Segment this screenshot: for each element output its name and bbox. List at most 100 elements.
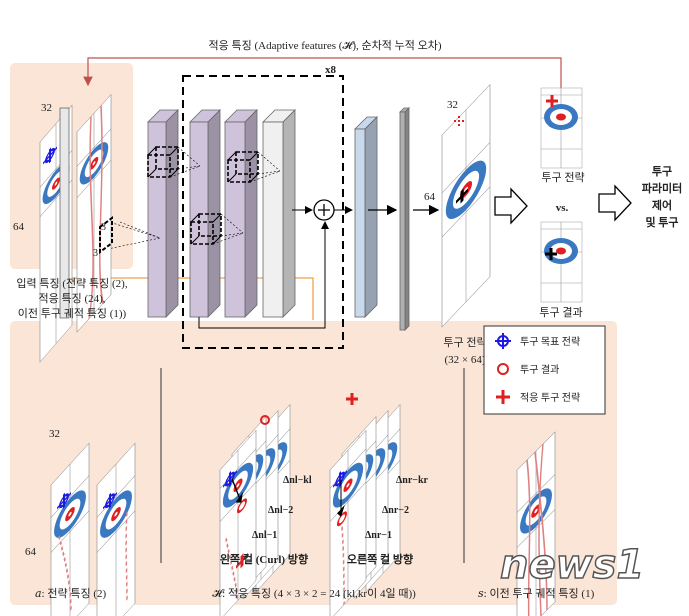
shape [198, 213, 222, 237]
previous-trajectory-sheet [516, 431, 556, 616]
shape [517, 474, 555, 513]
shape [463, 186, 469, 193]
feature-panel-bg [10, 321, 617, 605]
cross-icon [236, 552, 248, 569]
left-curl-title: 왼쪽 컬 (Curl) 방향 [220, 552, 308, 566]
shape [333, 470, 347, 488]
shape [190, 221, 214, 245]
shape [57, 491, 71, 510]
shape [244, 109, 258, 318]
final-action-line: 투구 [652, 165, 672, 178]
right-curl-title: 오른쪽 컬 방향 [347, 552, 413, 566]
shape [556, 247, 566, 255]
shape [54, 181, 58, 186]
shape [262, 121, 284, 318]
adaptive-feature-sheet-left [219, 429, 257, 616]
delta-label: Δnl−kl [283, 475, 312, 486]
shape [364, 116, 378, 318]
conv-layer-block [147, 109, 179, 318]
output-caption-dims: (32 × 64) [444, 354, 485, 366]
kernel-cube-icon [227, 151, 281, 183]
compare-result-label: 투구 결과 [539, 306, 582, 319]
cross-icon [456, 188, 468, 204]
final-action-line: 파라미터 [642, 181, 682, 195]
shape [235, 151, 259, 175]
arrow [231, 478, 244, 503]
final-action-line: 제어 [652, 198, 672, 212]
shape [517, 509, 555, 548]
shape [534, 508, 538, 514]
legend-label: 적응 투구 전략 [520, 392, 580, 404]
input-kernel-patch [99, 216, 113, 254]
shape [155, 146, 179, 170]
trajectory-path [125, 511, 128, 603]
shape [147, 121, 167, 318]
strategy-feature-sheet [96, 442, 136, 616]
output-height-label: 64 [424, 191, 436, 203]
shape [97, 475, 135, 518]
red-dotted-marker [454, 116, 464, 126]
red-cross-icon [496, 390, 510, 404]
shape [92, 161, 96, 166]
strategy-feature-sheet [50, 442, 90, 616]
output-layer-block [399, 107, 410, 331]
feedback-label: 적응 특징 (Adaptive features (𝓗), 순차적 누적 오차) [208, 39, 441, 52]
kernel-cube-icon [190, 213, 244, 245]
trajectory-path [58, 535, 72, 614]
output-strategy-sheet [441, 83, 491, 328]
panel-a-caption: 𝑎: 전략 특징 (2) [35, 587, 107, 600]
blue-crosshair-icon [103, 491, 117, 510]
repeat-label: x8 [325, 64, 337, 76]
shape [97, 510, 135, 553]
shape [330, 481, 366, 522]
shape [114, 511, 118, 517]
layer-blocks [102, 107, 410, 331]
final-action-line: 및 투구 [645, 215, 678, 229]
panel-s-caption: 𝑠: 이전 투구 궤적 특징 (1) [478, 587, 595, 600]
legend-label: 투구 결과 [520, 364, 559, 376]
shape [282, 109, 296, 318]
residual-conv-block [224, 109, 258, 318]
cross-icon [545, 248, 557, 260]
residual-block-box [182, 75, 344, 349]
blue-crosshair-icon [495, 333, 511, 349]
shape [103, 491, 117, 510]
blue-crosshair-icon [57, 491, 71, 510]
skip-connection [198, 221, 329, 329]
delta-label: Δnl−1 [252, 530, 277, 541]
delta-label: Δnr−1 [365, 530, 392, 541]
hollow-arrow-icon [598, 184, 632, 222]
shape [223, 470, 237, 488]
shape [442, 142, 490, 194]
shape [404, 107, 410, 331]
output-width-label: 32 [447, 99, 458, 111]
watermark-logo: news1 [500, 542, 644, 588]
shape [43, 146, 57, 165]
conv-output-block [354, 116, 378, 318]
curling-sheets [39, 83, 583, 616]
shape [147, 146, 179, 178]
shape [51, 510, 89, 553]
trajectory-path [88, 104, 104, 320]
shape [249, 151, 281, 183]
input-caption: 입력 특징 (전략 특징 (2), [16, 277, 127, 290]
shape [556, 113, 566, 121]
final-action-label: 투구 파라미터 제어 및 투구 [642, 165, 682, 229]
shape [224, 121, 246, 318]
input-trajectory-sheet [76, 93, 112, 333]
shape [227, 151, 259, 183]
panel-a-width: 32 [49, 428, 60, 440]
plus-icon [318, 204, 330, 216]
shape [51, 475, 89, 518]
input-sheet-edge [59, 107, 70, 319]
legend-label: 투구 목표 전략 [520, 336, 580, 348]
legend: 투구 목표 전략 투구 결과 적응 투구 전략 [483, 325, 606, 415]
red-circle-icon [497, 363, 509, 375]
shape [189, 121, 209, 318]
red-circle-icon [260, 415, 270, 425]
strategy-preview [540, 87, 583, 169]
delta-label: Δnl−2 [268, 505, 293, 516]
trajectory-path [341, 525, 345, 606]
